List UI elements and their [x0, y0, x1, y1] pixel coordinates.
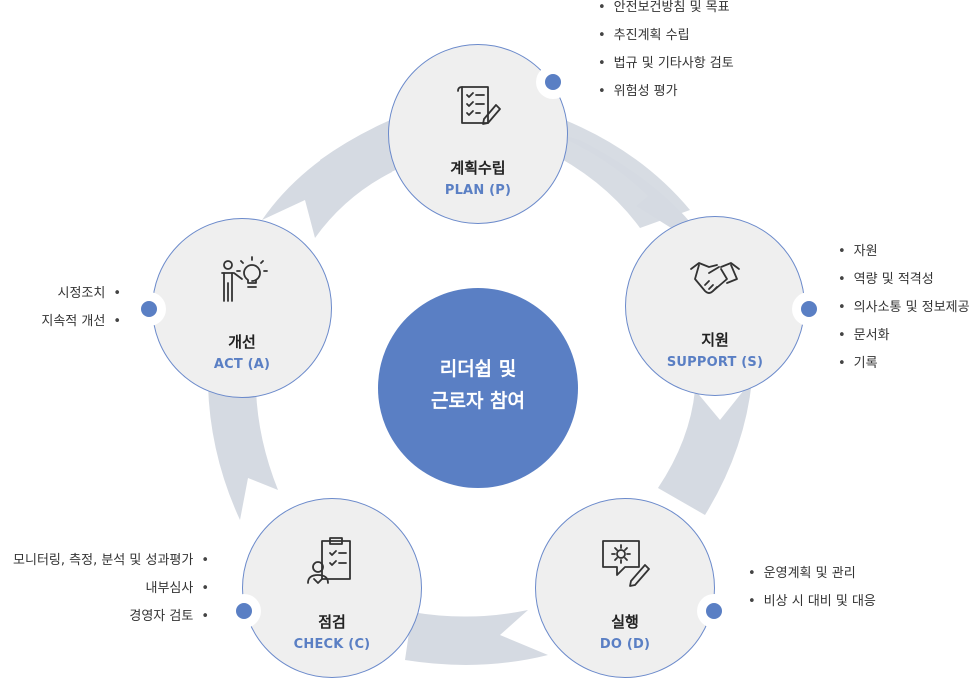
list-item: 자원 [838, 238, 970, 266]
list-item: 문서화 [838, 322, 970, 350]
node-act-subtitle: ACT (A) [213, 357, 271, 372]
list-item: 위험성 평가 [598, 78, 734, 106]
document-checklist-pen-icon [457, 86, 501, 125]
list-item: 모니터링, 측정, 분석 및 성과평가 [13, 547, 209, 575]
list-item: 기록 [838, 350, 970, 378]
center-line1: 리더쉽 및 [439, 358, 517, 380]
list-item: 경영자 검토 [13, 603, 209, 631]
node-check-subtitle: CHECK (C) [293, 637, 371, 652]
node-support: 지원 SUPPORT (S) [625, 216, 805, 396]
ring-arc-upper-left [320, 118, 400, 198]
center-line2: 근로자 참여 [430, 390, 525, 412]
ring-segment-plan-support [545, 118, 690, 228]
node-plan-title: 계획수립 [450, 159, 506, 177]
plan-list: 안전보건방침 및 목표 추진계획 수립 법규 및 기타사항 검토 위험성 평가 [598, 0, 734, 106]
node-do-subtitle: DO (D) [599, 637, 651, 652]
node-act: 개선 ACT (A) [152, 218, 332, 398]
node-support-dot [801, 301, 817, 317]
gear-screen-pen-icon [602, 540, 650, 587]
ring-segment-do-check [405, 610, 548, 665]
node-act-title: 개선 [228, 333, 256, 351]
node-check: 점검 CHECK (C) [242, 498, 422, 678]
list-item: 운영계획 및 관리 [748, 560, 876, 588]
node-do-dot [706, 603, 722, 619]
list-item: 내부심사 [13, 575, 209, 603]
ring-segment-check-act [208, 385, 278, 520]
node-plan-subtitle: PLAN (P) [444, 183, 512, 198]
person-lightbulb-icon [221, 256, 268, 302]
list-item: 시정조치 [41, 280, 121, 308]
list-item: 지속적 개선 [41, 308, 121, 336]
list-item: 비상 시 대비 및 대응 [748, 588, 876, 616]
node-do: 실행 DO (D) [535, 498, 715, 678]
support-list: 자원 역량 및 적격성 의사소통 및 정보제공 문서화 기록 [838, 238, 970, 378]
clipboard-person-icon [307, 537, 351, 584]
ring-segment-support-do [658, 380, 752, 515]
handshake-icon [690, 262, 740, 294]
node-check-dot [236, 603, 252, 619]
act-list: 시정조치 지속적 개선 [41, 280, 121, 336]
list-item: 법규 및 기타사항 검토 [598, 50, 734, 78]
list-item: 의사소통 및 정보제공 [838, 294, 970, 322]
node-check-title: 점검 [318, 613, 346, 631]
node-plan-dot [545, 74, 561, 90]
check-list: 모니터링, 측정, 분석 및 성과평가 내부심사 경영자 검토 [13, 547, 209, 631]
center-circle: 리더쉽 및 근로자 참여 [378, 288, 578, 488]
node-support-title: 지원 [701, 331, 729, 349]
node-do-title: 실행 [611, 613, 639, 631]
list-item: 역량 및 적격성 [838, 266, 970, 294]
list-item: 추진계획 수립 [598, 22, 734, 50]
node-act-dot [141, 301, 157, 317]
list-item: 안전보건방침 및 목표 [598, 0, 734, 22]
node-support-subtitle: SUPPORT (S) [666, 355, 764, 370]
do-list: 운영계획 및 관리 비상 시 대비 및 대응 [748, 560, 876, 616]
node-plan: 계획수립 PLAN (P) [388, 44, 568, 224]
